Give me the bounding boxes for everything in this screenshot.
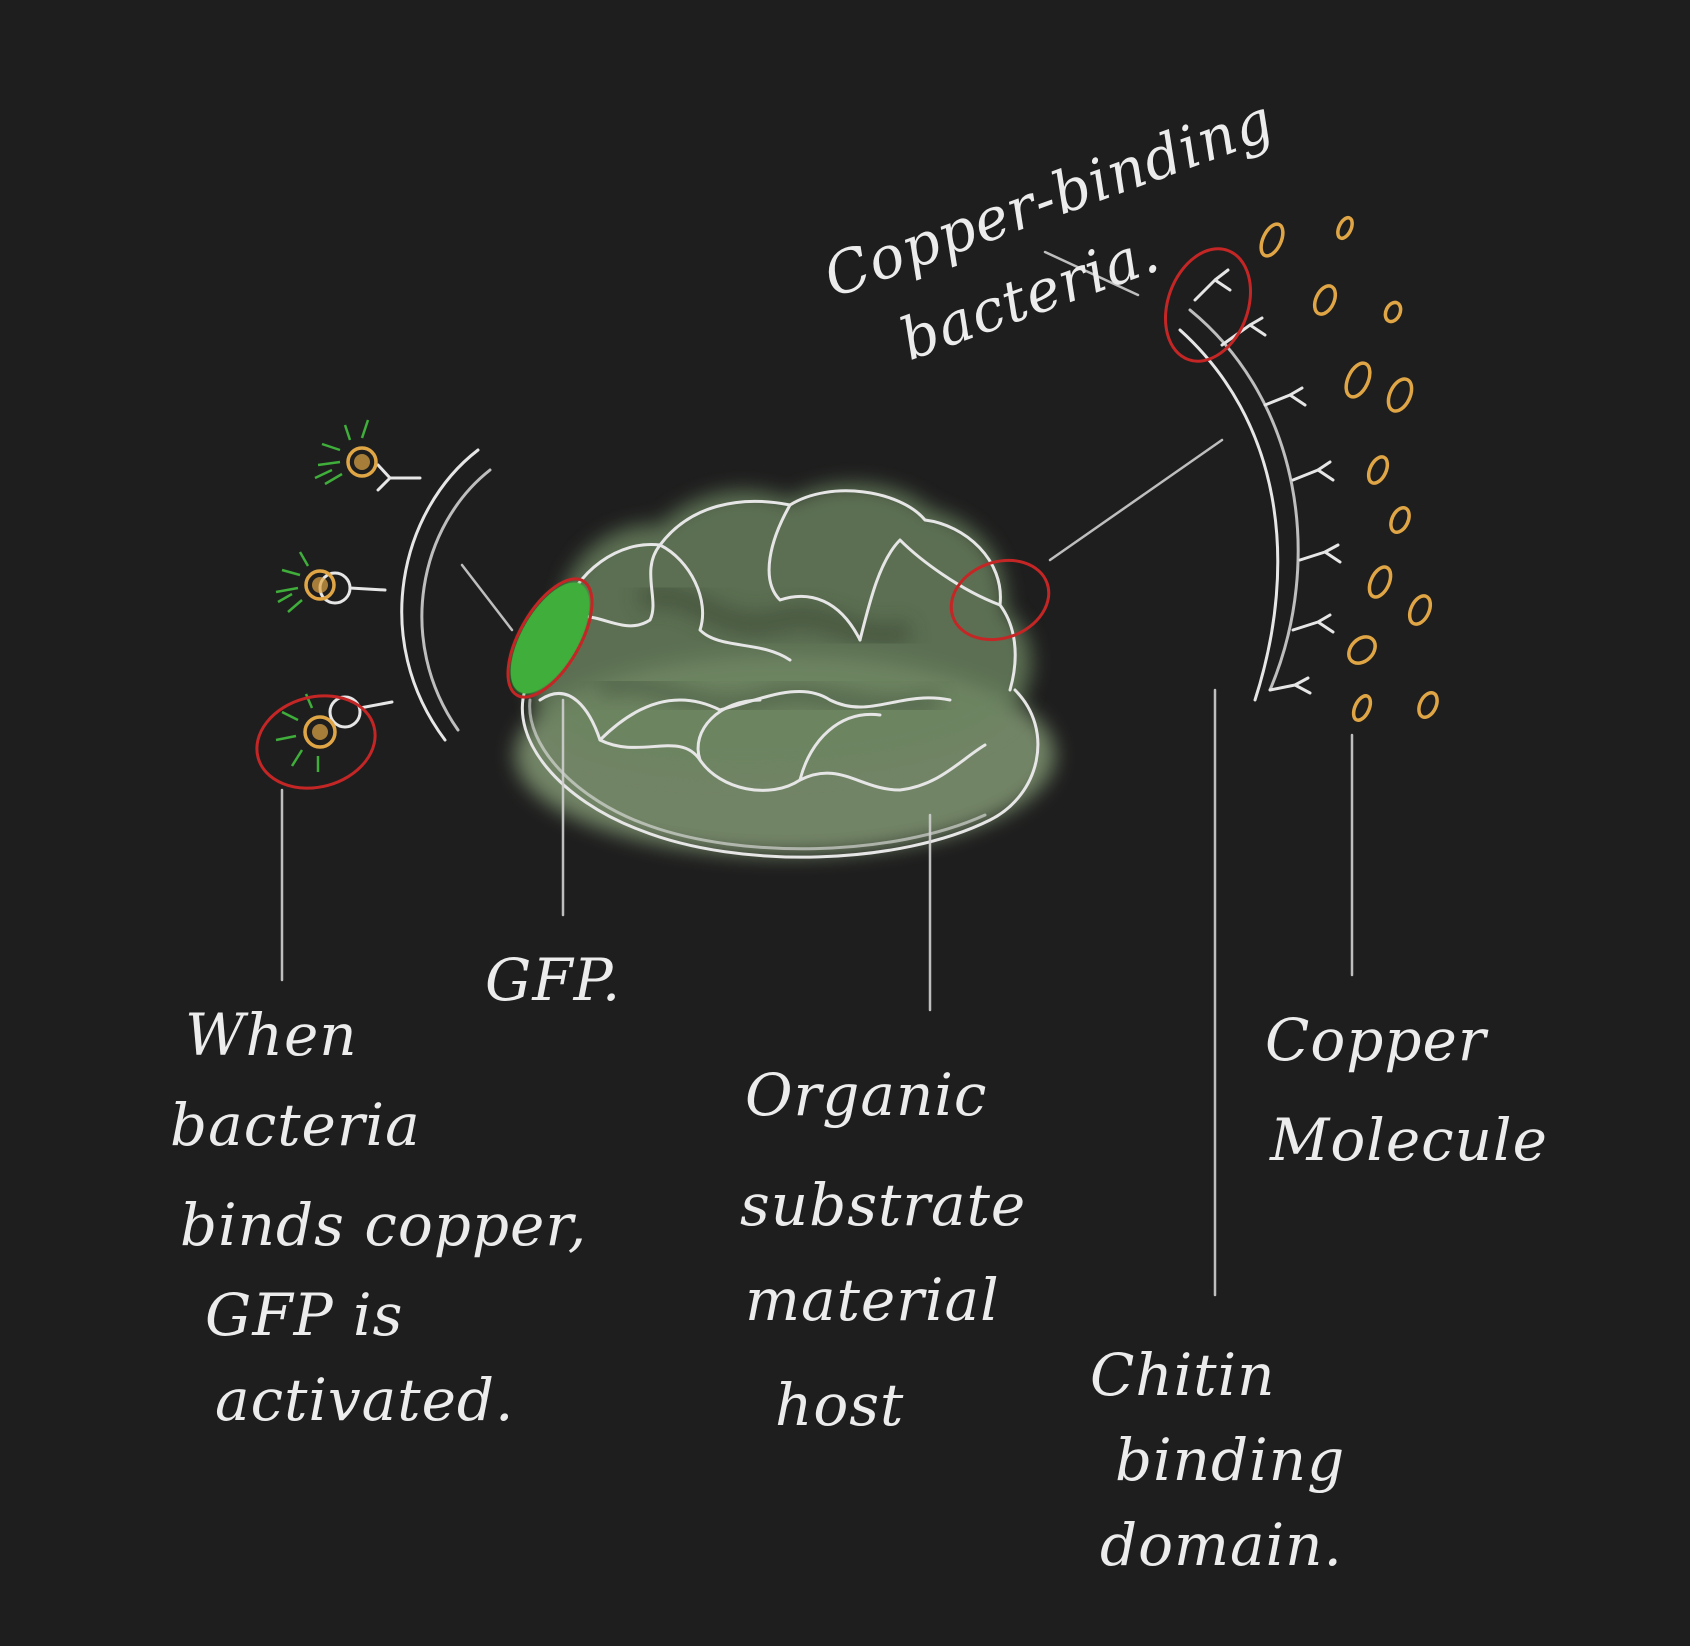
gfp-patch: GFP. xyxy=(460,563,621,1014)
substrate-binding-ring xyxy=(949,558,1051,642)
copper-label-line1: Copper xyxy=(1265,1006,1489,1074)
left-receptor-2 xyxy=(275,551,387,613)
gfp-connector-line xyxy=(460,563,514,632)
left-bacterium: When bacteria binds copper, GFP is activ… xyxy=(170,419,587,1434)
gfp-green-fill xyxy=(510,582,590,694)
substrate-label: Organic substrate material host xyxy=(740,1061,1026,1439)
activation-label-line1: When xyxy=(185,1001,358,1069)
green-spark-1 xyxy=(314,419,370,486)
substrate-label-line4: host xyxy=(775,1371,904,1439)
green-spark-3 xyxy=(275,693,320,772)
activated-highlight-ring xyxy=(255,694,377,790)
substrate-label-line3: material xyxy=(745,1266,1000,1334)
right-receptors xyxy=(1193,268,1342,695)
substrate-label-line1: Organic xyxy=(745,1061,987,1129)
copper-label: Copper Molecule xyxy=(1265,1006,1548,1174)
green-spark-2 xyxy=(275,551,310,613)
copper-label-line2: Molecule xyxy=(1269,1106,1548,1174)
chitin-label-line3: domain. xyxy=(1100,1511,1343,1579)
activation-label-line4: GFP is xyxy=(205,1281,403,1349)
right-bacterium-membrane xyxy=(1178,308,1300,702)
bacteria-leader-line xyxy=(1043,250,1140,297)
substrate-chalk-outline xyxy=(520,489,1040,859)
copper-bound-3 xyxy=(303,715,337,749)
chitin-highlight-ring xyxy=(1163,247,1253,363)
left-receptor-1 xyxy=(314,419,422,492)
substrate-label-line2: substrate xyxy=(740,1171,1026,1239)
bacteria-label: Copper-binding bacteria. xyxy=(815,86,1282,374)
chitin-label-line2: binding xyxy=(1115,1426,1345,1494)
copper-bound-2 xyxy=(304,569,336,601)
binding-connector-line xyxy=(1048,438,1224,562)
copper-bound-1 xyxy=(346,446,378,478)
activation-label-line3: binds copper, xyxy=(180,1191,587,1259)
gfp-label: GFP. xyxy=(485,946,621,1014)
chitin-label-line1: Chitin xyxy=(1090,1341,1276,1409)
organic-substrate-host: Organic substrate material host xyxy=(515,483,1055,1439)
activation-label: When bacteria binds copper, GFP is activ… xyxy=(170,1001,587,1434)
left-receptor-3 xyxy=(255,693,394,790)
activation-label-line2: bacteria xyxy=(170,1091,421,1159)
left-bacterium-membrane xyxy=(400,448,492,742)
substrate-dark-folds xyxy=(635,584,915,647)
gfp-highlight-ring xyxy=(506,577,594,699)
chitin-label: Chitin binding domain. xyxy=(1090,1341,1345,1579)
activation-label-line5: activated. xyxy=(215,1366,514,1434)
copper-molecules xyxy=(1259,215,1439,722)
